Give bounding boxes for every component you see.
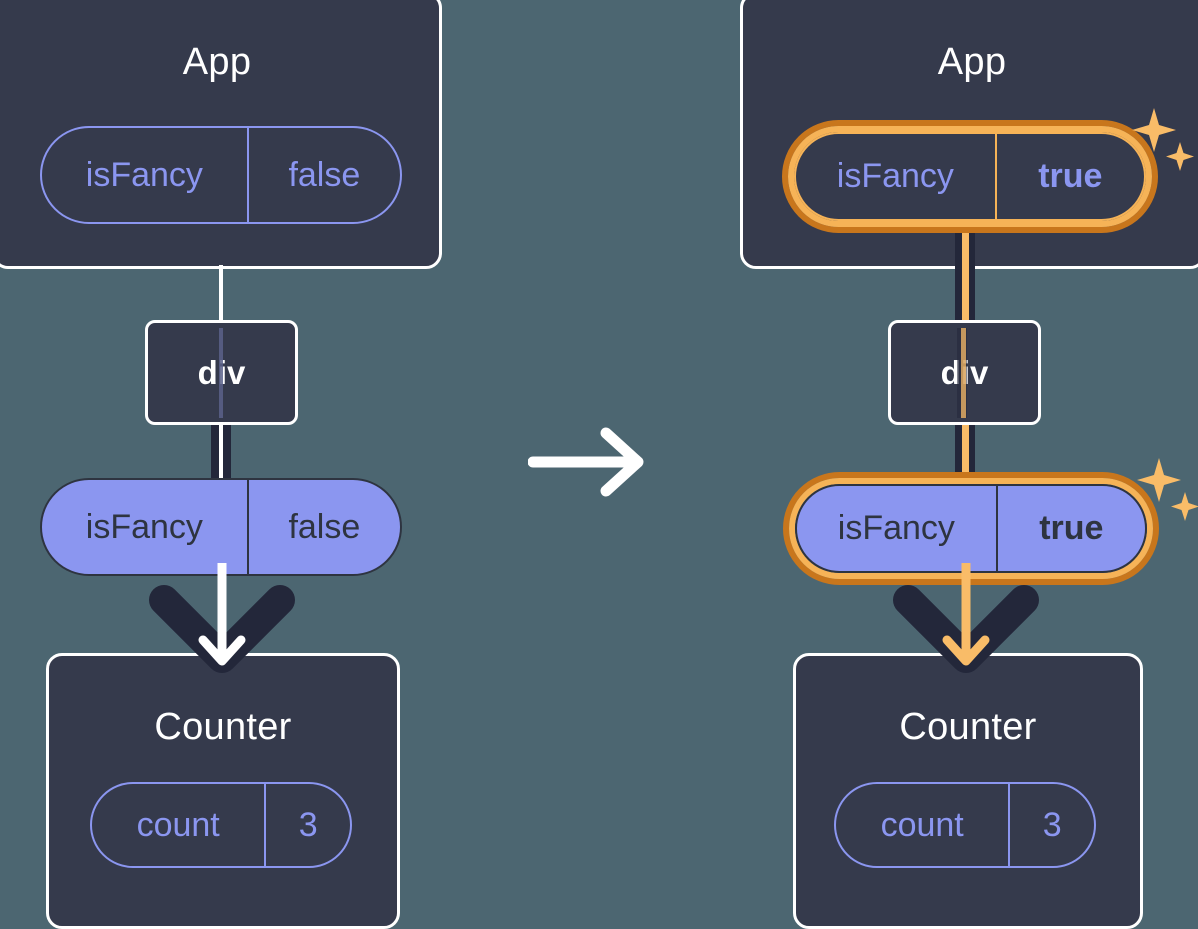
counter-title-after: Counter	[899, 706, 1037, 748]
wire-div-to-prop-core-before	[219, 422, 223, 482]
prop-pill-value-after: true	[995, 486, 1145, 571]
wire-app-to-div-before	[219, 265, 223, 322]
app-state-pill-name-after: isFancy	[836, 157, 954, 195]
sparkle-small-icon	[1171, 492, 1198, 521]
app-title-before: App	[182, 41, 252, 83]
transition-arrow-icon	[528, 427, 644, 497]
counter-state-pill-value-before: 3	[264, 784, 350, 866]
counter-state-pill-after: count 3	[834, 782, 1096, 868]
app-state-pill-after: isFancy true	[794, 132, 1146, 221]
arrow-prop-to-counter-core-after	[942, 563, 990, 666]
sparkle-small-icon	[1166, 142, 1194, 171]
app-state-pill-name-before: isFancy	[85, 155, 203, 194]
sparkle-large-icon	[1137, 458, 1181, 502]
counter-state-pill-value-after: 3	[1008, 784, 1094, 866]
prop-pill-before: isFancy false	[40, 478, 402, 576]
sparkles-icon-app-after	[1132, 108, 1194, 171]
counter-state-pill-name-after: count	[880, 805, 964, 844]
prop-pill-after: isFancy true	[795, 484, 1147, 573]
arrow-prop-to-counter-core-before	[198, 563, 246, 666]
arrow-tip-light-before	[198, 635, 246, 666]
prop-pill-value-before: false	[246, 480, 400, 574]
wire-through-div-core-after	[961, 328, 966, 418]
prop-pill-name-before: isFancy	[85, 507, 203, 546]
sparkle-large-icon	[1132, 108, 1176, 152]
wire-through-div-before	[219, 328, 223, 418]
counter-state-pill-name-before: count	[136, 805, 220, 844]
app-state-pill-before: isFancy false	[40, 126, 402, 224]
counter-title-before: Counter	[154, 706, 292, 748]
app-state-pill-value-before: false	[246, 128, 400, 222]
app-state-pill-value-after: true	[994, 134, 1144, 219]
counter-state-pill-before: count 3	[90, 782, 352, 868]
arrow-tip-highlight-after	[942, 635, 990, 666]
wire-app-to-div-core-after	[962, 222, 969, 324]
prop-pill-name-after: isFancy	[837, 509, 955, 547]
wire-div-to-prop-core-after	[962, 422, 969, 482]
sparkles-icon-prop-after	[1137, 458, 1198, 521]
app-title-after: App	[937, 41, 1007, 83]
